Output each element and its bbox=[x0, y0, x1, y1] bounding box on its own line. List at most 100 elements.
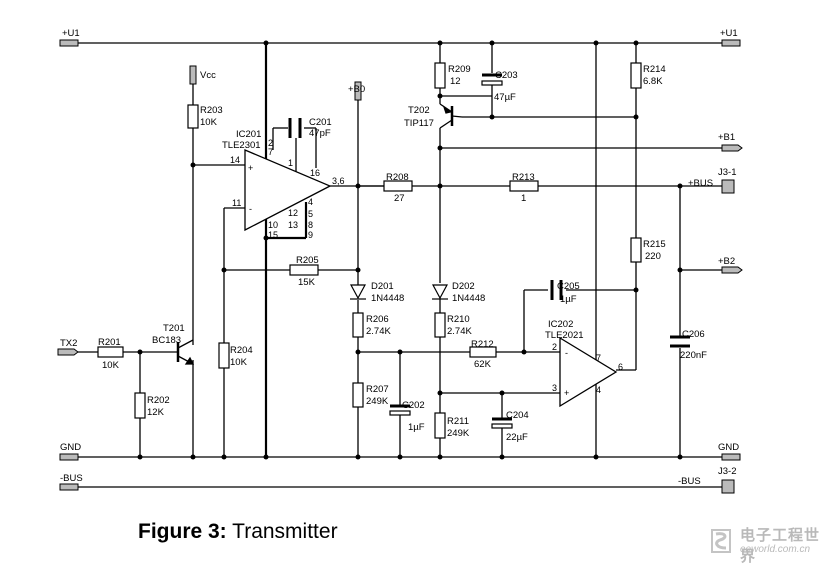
ref-c202: C202 bbox=[402, 400, 425, 411]
val-t202: TIP117 bbox=[404, 118, 434, 129]
ref-r201: R201 bbox=[98, 337, 121, 348]
pin-ic201-12: 12 bbox=[288, 208, 298, 218]
pin-ic201-10: 10 bbox=[268, 220, 278, 230]
val-r201: 10K bbox=[102, 360, 120, 371]
val-r214: 6.8K bbox=[643, 76, 663, 87]
val-c202: 1µF bbox=[408, 422, 425, 433]
capacitor-c203 bbox=[481, 73, 503, 86]
ref-r202: R202 bbox=[147, 395, 170, 406]
pin-ic202-2: 2 bbox=[552, 342, 557, 352]
val-r209: 12 bbox=[450, 76, 461, 87]
opamp-ic201 bbox=[244, 149, 332, 232]
opamp-ic202 bbox=[559, 336, 618, 408]
val-r204: 10K bbox=[230, 357, 248, 368]
terminal-vcc bbox=[189, 65, 197, 85]
terminal-tx2 bbox=[57, 348, 79, 356]
pin-ic201-4: 4 bbox=[308, 197, 313, 207]
pin-ic201-13: 13 bbox=[288, 220, 298, 230]
net-gnd-left: GND bbox=[60, 442, 81, 453]
val-ic201: TLE2301 bbox=[222, 140, 261, 151]
pin-ic201-15: 15 bbox=[268, 230, 278, 240]
junctions bbox=[137, 40, 683, 460]
ref-d202: D202 bbox=[452, 281, 475, 292]
capacitor-c205 bbox=[550, 280, 563, 300]
ref-d201: D201 bbox=[371, 281, 394, 292]
ref-r209: R209 bbox=[448, 64, 471, 75]
resistor-r214 bbox=[630, 62, 642, 89]
resistors bbox=[97, 62, 642, 439]
ref-r206: R206 bbox=[366, 314, 389, 325]
resistor-r211 bbox=[434, 412, 446, 439]
eeworld-logo-icon bbox=[711, 529, 731, 553]
pin-ic201-minus: - bbox=[249, 204, 252, 214]
diode-d201 bbox=[349, 284, 367, 300]
ref-t201: T201 bbox=[163, 323, 185, 334]
val-r202: 12K bbox=[147, 407, 165, 418]
resistor-r215 bbox=[630, 237, 642, 263]
val-r205: 15K bbox=[298, 277, 316, 288]
wires bbox=[78, 42, 722, 488]
net-j3-1: J3-1 bbox=[718, 167, 736, 178]
capacitor-c206 bbox=[670, 335, 690, 348]
resistor-r201 bbox=[97, 346, 124, 358]
net-tx2: TX2 bbox=[60, 338, 77, 349]
val-c204: 22µF bbox=[506, 432, 528, 443]
ref-ic201: IC201 bbox=[236, 129, 261, 140]
ref-ic202: IC202 bbox=[548, 319, 573, 330]
val-c203: 47µF bbox=[494, 92, 516, 103]
terminal-b0 bbox=[354, 81, 362, 101]
pin-ic202-plus: + bbox=[564, 388, 569, 398]
resistor-r203 bbox=[187, 104, 199, 129]
net-u1-right: +U1 bbox=[720, 28, 738, 39]
ref-t202: T202 bbox=[408, 105, 430, 116]
val-d201: 1N4448 bbox=[371, 293, 404, 304]
resistor-r212 bbox=[469, 346, 497, 358]
transistor-t201 bbox=[176, 339, 195, 365]
ref-r213: R213 bbox=[512, 172, 535, 183]
pin-ic202-6: 6 bbox=[618, 362, 623, 372]
net-j3-2: J3-2 bbox=[718, 466, 736, 477]
val-r208: 27 bbox=[394, 193, 405, 204]
terminal-u1-left bbox=[59, 39, 79, 47]
resistor-r207 bbox=[352, 382, 364, 408]
watermark-url: eeworld.com.cn bbox=[740, 544, 811, 555]
pin-ic201-plus: + bbox=[248, 163, 253, 173]
ref-r203: R203 bbox=[200, 105, 223, 116]
terminal-u1-right bbox=[721, 39, 741, 47]
resistor-r208 bbox=[383, 180, 413, 192]
pin-ic202-7: 7 bbox=[596, 353, 601, 363]
ref-c204: C204 bbox=[506, 410, 529, 421]
ref-c201: C201 bbox=[309, 117, 332, 128]
caption-figure-number: Figure 3: bbox=[138, 520, 227, 543]
net-bus-neg-right: -BUS bbox=[678, 476, 701, 487]
pin-ic202-minus: - bbox=[565, 348, 568, 358]
net-gnd-right: GND bbox=[718, 442, 739, 453]
terminal-gnd-right bbox=[721, 453, 741, 461]
val-r212: 62K bbox=[474, 359, 492, 370]
net-b1: +B1 bbox=[718, 132, 735, 143]
caption-title: Transmitter bbox=[232, 520, 338, 543]
net-b0: +B0 bbox=[348, 84, 365, 95]
val-r210: 2.74K bbox=[447, 326, 472, 337]
net-vcc: Vcc bbox=[200, 70, 216, 81]
val-c206: 220nF bbox=[680, 350, 707, 361]
watermark: 电子工程世界 eeworld.com.cn bbox=[708, 524, 830, 565]
val-r206: 2.74K bbox=[366, 326, 391, 337]
pin-ic201-1: 1 bbox=[288, 158, 293, 168]
capacitor-c202 bbox=[389, 404, 411, 416]
net-bus-pos: +BUS bbox=[688, 178, 713, 189]
val-ic202: TLE2021 bbox=[545, 330, 584, 341]
resistor-r209 bbox=[434, 62, 446, 89]
pin-ic201-11: 11 bbox=[232, 198, 241, 208]
net-bus-neg-left: -BUS bbox=[60, 473, 83, 484]
resistor-r202 bbox=[134, 392, 146, 419]
terminal-j3-2 bbox=[721, 479, 735, 494]
ref-c206: C206 bbox=[682, 329, 705, 340]
val-r203: 10K bbox=[200, 117, 218, 128]
net-b2: +B2 bbox=[718, 256, 735, 267]
resistor-r213 bbox=[509, 180, 539, 192]
capacitor-c204 bbox=[491, 417, 513, 429]
diodes bbox=[349, 284, 449, 300]
pin-ic201-8: 8 bbox=[308, 220, 313, 230]
pin-ic202-3: 3 bbox=[552, 383, 557, 393]
